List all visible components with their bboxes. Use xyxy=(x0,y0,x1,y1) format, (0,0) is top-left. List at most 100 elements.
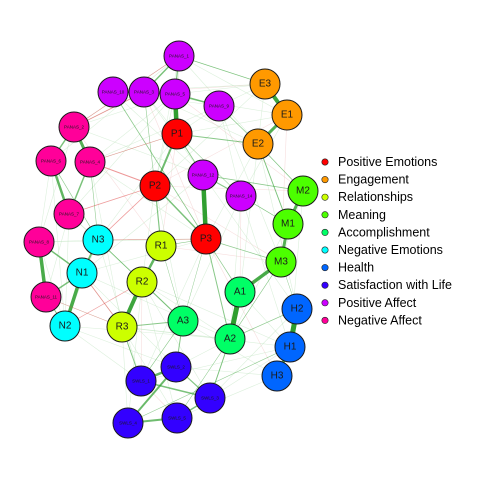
background-edge xyxy=(239,143,259,293)
node-label: SWLS_1 xyxy=(132,379,150,384)
node-label: PANAS_7 xyxy=(59,212,79,217)
node-circle xyxy=(58,111,90,143)
legend-label: Negative Emotions xyxy=(338,243,443,257)
legend-swatch xyxy=(321,193,329,201)
node-NA4: PANAS_7 xyxy=(53,198,85,230)
background-edge xyxy=(141,281,211,399)
node-label: PANAS_14 xyxy=(230,194,253,199)
node-circle xyxy=(53,198,85,230)
background-edge xyxy=(127,281,143,424)
legend-item-PA: Positive Affect xyxy=(321,296,417,310)
node-circle xyxy=(242,128,274,160)
node-NA1: PANAS_2 xyxy=(58,111,90,143)
background-edge xyxy=(143,91,207,240)
node-N2: N2 xyxy=(49,310,81,342)
node-NA6: PANAS_11 xyxy=(30,281,62,313)
background-edge xyxy=(141,185,156,283)
node-label: PANAS_9 xyxy=(209,104,229,109)
background-edge xyxy=(89,93,176,163)
background-edge xyxy=(154,83,266,187)
legend-label: Health xyxy=(338,261,374,275)
background-edge xyxy=(73,126,204,176)
node-circle xyxy=(35,145,67,177)
node-circle xyxy=(97,76,129,108)
node-circle xyxy=(23,226,55,258)
node-label: H3 xyxy=(271,371,284,382)
node-N3: N3 xyxy=(82,224,114,256)
background-edge xyxy=(202,174,298,310)
legend-item-P: Positive Emotions xyxy=(321,155,437,169)
node-label: SWLS_2 xyxy=(167,365,185,370)
node-label: PANAS_10 xyxy=(102,90,125,95)
node-NA3: PANAS_6 xyxy=(35,145,67,177)
node-label: PANAS_2 xyxy=(64,125,84,130)
node-circle xyxy=(163,40,195,72)
node-R1: R1 xyxy=(145,230,177,262)
background-edge xyxy=(239,195,242,293)
node-label: R2 xyxy=(136,277,149,288)
node-circle xyxy=(145,230,177,262)
node-circle xyxy=(159,78,191,110)
node-circle xyxy=(203,90,235,122)
node-circle xyxy=(225,180,257,212)
node-label: N3 xyxy=(92,235,105,246)
node-label: R1 xyxy=(155,241,168,252)
node-circle xyxy=(49,310,81,342)
node-label: P1 xyxy=(171,129,184,140)
node-circle xyxy=(161,118,193,150)
node-S3: SWLS_3 xyxy=(194,382,226,414)
node-PA6: PANAS_12 xyxy=(187,159,219,191)
node-circle xyxy=(139,170,171,202)
node-NA2: PANAS_4 xyxy=(74,146,106,178)
node-E2: E2 xyxy=(242,128,274,160)
background-edge xyxy=(68,93,176,215)
background-edge xyxy=(209,308,298,399)
legend-item-R: Relationships xyxy=(321,190,413,204)
node-M2: M2 xyxy=(287,175,319,207)
node-M3: M3 xyxy=(265,246,297,278)
background-edge xyxy=(176,114,288,135)
node-circle xyxy=(125,365,157,397)
background-edge xyxy=(205,238,278,377)
node-PA1: PANAS_1 xyxy=(163,40,195,72)
legend-label: Positive Affect xyxy=(338,296,417,310)
node-circle xyxy=(112,407,144,439)
background-edge xyxy=(64,325,177,368)
legend-swatch xyxy=(321,176,329,184)
background-edge xyxy=(154,185,282,263)
legend-swatch xyxy=(321,158,329,166)
node-P2: P2 xyxy=(139,170,171,202)
node-H1: H1 xyxy=(274,331,306,363)
background-edge xyxy=(97,133,178,241)
legend-swatch xyxy=(321,264,329,272)
node-label: E1 xyxy=(281,110,294,121)
node-circle xyxy=(106,311,138,343)
node-circle xyxy=(66,257,98,289)
node-label: M2 xyxy=(296,186,310,197)
node-PA2: PANAS_3 xyxy=(128,76,160,108)
background-edge xyxy=(175,366,278,377)
node-label: SWLS_4 xyxy=(119,421,137,426)
background-edge xyxy=(141,281,291,348)
node-circle xyxy=(214,323,246,355)
node-label: PANAS_1 xyxy=(169,54,189,59)
node-layer: P1P2P3E1E2E3R1R2R3M1M2M3A1A2A3N1N2N3H1H2… xyxy=(23,40,319,439)
legend-item-M: Meaning xyxy=(321,208,386,222)
node-circle xyxy=(128,76,160,108)
node-label: M3 xyxy=(274,257,288,268)
node-circle xyxy=(187,159,219,191)
legend-swatch xyxy=(321,299,329,307)
legend-swatch xyxy=(321,246,329,254)
legend-swatch xyxy=(321,281,329,289)
node-label: PANAS_6 xyxy=(41,159,61,164)
legend-label: Accomplishment xyxy=(338,225,430,239)
edge-PA2-P2 xyxy=(143,91,156,187)
legend-swatch xyxy=(321,228,329,236)
node-label: N2 xyxy=(59,321,72,332)
legend-swatch xyxy=(321,211,329,219)
node-label: E3 xyxy=(259,79,272,90)
node-label: SWLS_3 xyxy=(201,396,219,401)
background-edge xyxy=(89,105,220,163)
node-circle xyxy=(271,99,303,131)
legend-item-H: Health xyxy=(321,261,374,275)
